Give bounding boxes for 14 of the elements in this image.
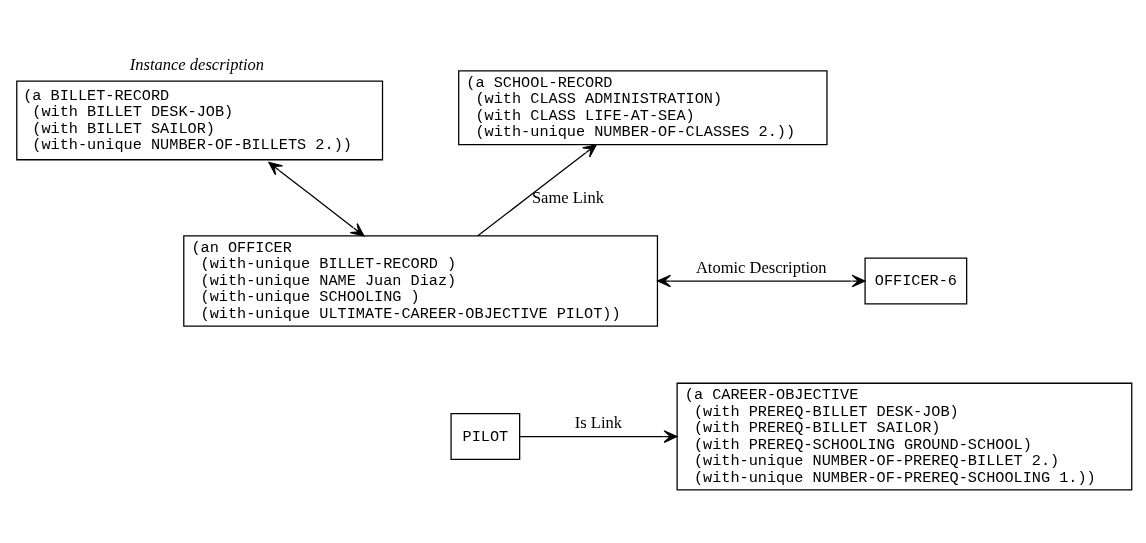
arrow [477,144,597,237]
arrow [519,430,678,443]
edge-label: Atomic Description [695,257,827,277]
edge-label: Same Link [531,188,604,208]
node-box: (a CAREER-OBJECTIVE (with PREREQ-BILLET DESK-JOB) (with PREREQ-BILLET SAILOR) (with PREREQ-SCHOOLING GROUND-SCHOOL) (with-unique NUMBER-OF-PREREQ-BILLET 2.) (with-unique NUMBER-OF-PREREQ-SCHOOLING 1.)) [676,382,1133,491]
node-box: OFFICER-6 [864,257,968,305]
node-label: Instance description [129,55,265,75]
node-box: (a BILLET-RECORD (with BILLET DESK-JOB) (with BILLET SAILOR) (with-unique NUMBER-OF-BILLETS 2.)) [16,80,384,161]
edge-label: Is Link [574,413,623,433]
arrow [268,161,365,237]
node-box: PILOT [450,413,521,461]
node-box: (an OFFICER (with-unique BILLET-RECORD ) (with-unique NAME Juan Diaz) (with-unique SCHOOLING ) (with-unique ULTIMATE-CAREER-OBJECTIVE PILOT)) [183,235,659,327]
arrow [657,274,866,288]
node-box: (a SCHOOL-RECORD (with CLASS ADMINISTRATION) (with CLASS LIFE-AT-SEA) (with-unique NUMBER-OF-CLASSES 2.)) [458,70,828,146]
